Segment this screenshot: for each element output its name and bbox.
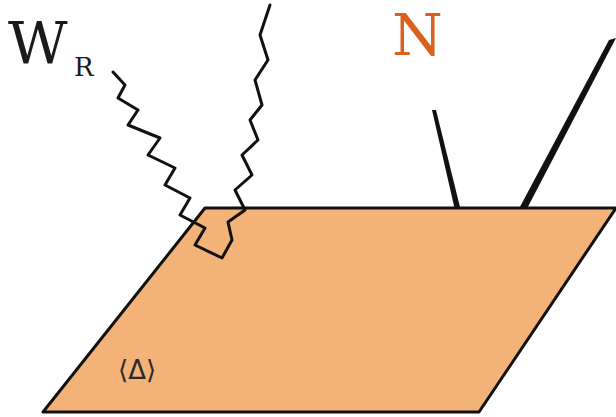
n-label: N	[392, 6, 443, 64]
subscript-label: R	[74, 54, 94, 80]
expectation-value: ⟨Δ⟩	[118, 357, 156, 383]
wilson-line-label: W	[8, 14, 68, 72]
brane-plane: ⟨Δ⟩	[40, 205, 616, 415]
wavy-line	[113, 5, 270, 258]
plane-outline	[40, 205, 616, 415]
plane-shape	[43, 208, 616, 412]
